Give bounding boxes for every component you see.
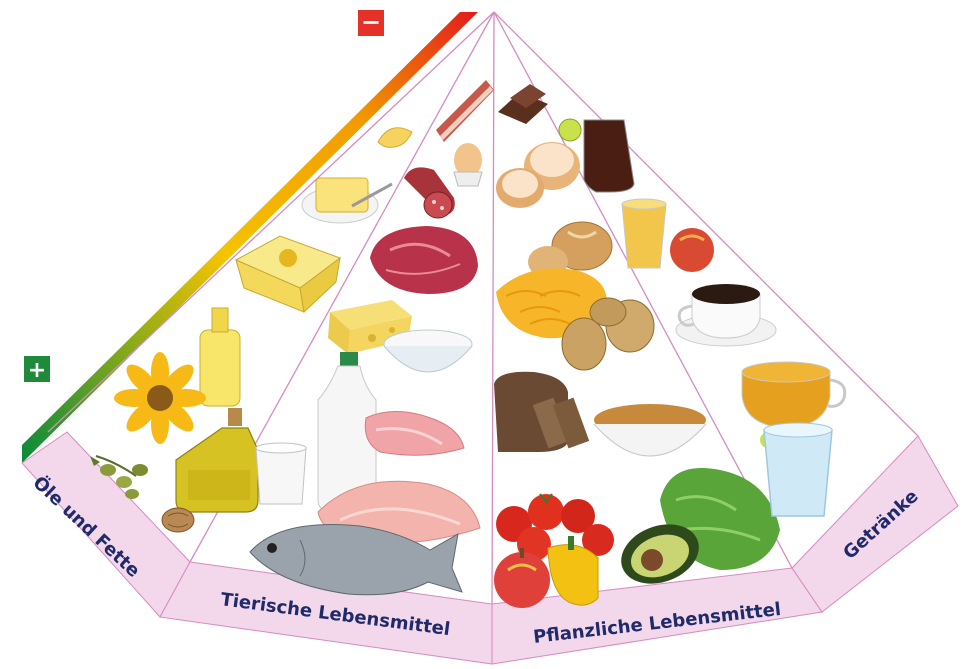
beef-icon	[370, 226, 478, 294]
svg-text:−: −	[361, 8, 381, 36]
bacon-icon	[436, 80, 494, 142]
butter-dish-icon	[302, 178, 392, 223]
egg-icon	[454, 143, 482, 186]
svg-text:+: +	[28, 358, 46, 383]
water-glass-icon	[764, 423, 832, 516]
milk-glass-icon	[256, 443, 306, 504]
margarine-tub-icon	[236, 236, 340, 312]
cereal-bowl-icon	[594, 404, 706, 456]
walnut-icon	[162, 508, 194, 532]
apple-juice-icon	[670, 228, 714, 272]
coffee-cup-icon	[676, 284, 776, 346]
wholegrain-bread-icon	[494, 372, 589, 452]
butter-curl-icon	[378, 128, 412, 148]
ham-slices-icon	[365, 411, 464, 455]
plus-marker: +	[24, 356, 50, 383]
juice-glass-icon	[622, 199, 666, 268]
yogurt-bowl-icon	[384, 330, 472, 372]
oil-bottle-tall-icon	[200, 308, 240, 406]
sunflower-icon	[114, 352, 206, 444]
minus-marker: −	[358, 8, 384, 36]
sausage-icon	[404, 167, 455, 218]
donut-icon	[496, 142, 580, 208]
chocolate-icon	[498, 84, 548, 124]
